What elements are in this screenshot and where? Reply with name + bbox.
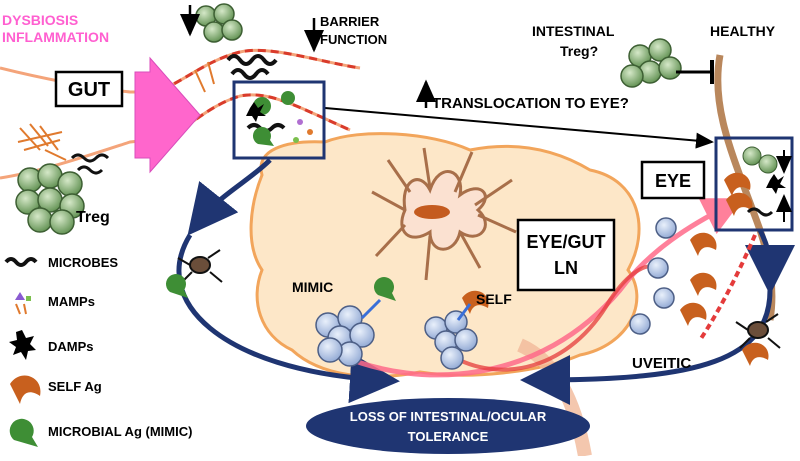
mimic-tcell-cluster xyxy=(315,305,375,367)
loss-line1: LOSS OF INTESTINAL/OCULAR xyxy=(350,409,547,424)
gut-microbes xyxy=(17,54,278,175)
intestinal-treg-cluster xyxy=(620,38,682,88)
mimic-antigen xyxy=(374,277,396,301)
dysbiosis-line2: INFLAMMATION xyxy=(2,29,109,45)
legend-microbes-label: MICROBES xyxy=(48,255,118,270)
eye-label: EYE xyxy=(655,171,691,191)
mimic-label: MIMIC xyxy=(292,279,333,295)
gut-inset-box xyxy=(232,80,326,160)
self-tcell-cluster xyxy=(424,310,478,370)
barrier-line2: FUNCTION xyxy=(320,32,387,47)
mimic-to-eye-arrow xyxy=(338,198,744,378)
healthy-label: HEALTHY xyxy=(710,23,776,39)
antigen-presenting-cell-left xyxy=(177,249,223,283)
eye-tcells xyxy=(629,217,677,335)
ln-label-box xyxy=(516,218,616,292)
apc-left-antigen xyxy=(166,274,188,298)
translocation-arrow xyxy=(324,107,714,149)
dendritic-cell-nucleus xyxy=(414,205,450,219)
intestinal-treg-line2: Treg? xyxy=(560,43,598,59)
loss-of-tolerance-ellipse xyxy=(306,398,590,454)
legend-self-ag-icon xyxy=(10,375,41,404)
legend-damps-icon xyxy=(9,330,36,360)
apc-right-antigen xyxy=(742,342,769,366)
navy-arrow-loss xyxy=(176,233,400,404)
antigen-presenting-cell-right xyxy=(735,313,781,349)
treg-cluster-top xyxy=(195,3,243,43)
self-to-eye-arrow xyxy=(448,264,662,372)
ln-label-line1: EYE/GUT xyxy=(526,232,605,252)
barrier-line1: BARRIER xyxy=(320,14,380,29)
eye-inset-box xyxy=(714,136,794,232)
intestinal-treg-line1: INTESTINAL xyxy=(532,23,615,39)
legend-damps-label: DAMPs xyxy=(48,339,94,354)
legend-mamps-label: MAMPs xyxy=(48,294,95,309)
treg-cluster xyxy=(15,163,85,235)
legend: MICROBES MAMPs DAMPs SELF Ag MICROBIAL A… xyxy=(4,255,192,447)
dysbiosis-line1: DYSBIOSIS xyxy=(2,12,78,28)
navy-arrow-gut-to-ln xyxy=(187,158,272,236)
gut-label: GUT xyxy=(68,79,110,101)
legend-microbial-ag-label: MICROBIAL Ag (MIMIC) xyxy=(48,424,192,439)
legend-microbial-ag-icon xyxy=(9,418,39,447)
ln-label-line2: LN xyxy=(554,258,578,278)
navy-arrow-uveitic xyxy=(520,289,773,405)
dysbiosis-arrow xyxy=(134,56,201,174)
legend-microbes-icon xyxy=(4,257,38,267)
tcr-self xyxy=(456,303,472,321)
loss-line2: TOLERANCE xyxy=(408,429,489,444)
gut-inset-contents xyxy=(246,91,313,146)
gut-label-box xyxy=(54,70,124,108)
legend-self-ag-label: SELF Ag xyxy=(48,379,102,394)
eye-label-box xyxy=(640,160,706,200)
translocation-label: TRANSLOCATION TO EYE? xyxy=(432,95,629,112)
self-label: SELF xyxy=(476,291,512,307)
navy-arrow-eye-down xyxy=(744,228,795,295)
tcr-mimic xyxy=(360,298,382,320)
treg-label: Treg xyxy=(76,209,110,226)
eye-inset-contents xyxy=(724,146,792,222)
eye-self-antigens xyxy=(680,232,717,326)
legend-mamps-icon xyxy=(15,292,31,315)
eye-dashed-vessel xyxy=(698,234,757,342)
uveitic-label: UVEITIC xyxy=(632,355,691,372)
